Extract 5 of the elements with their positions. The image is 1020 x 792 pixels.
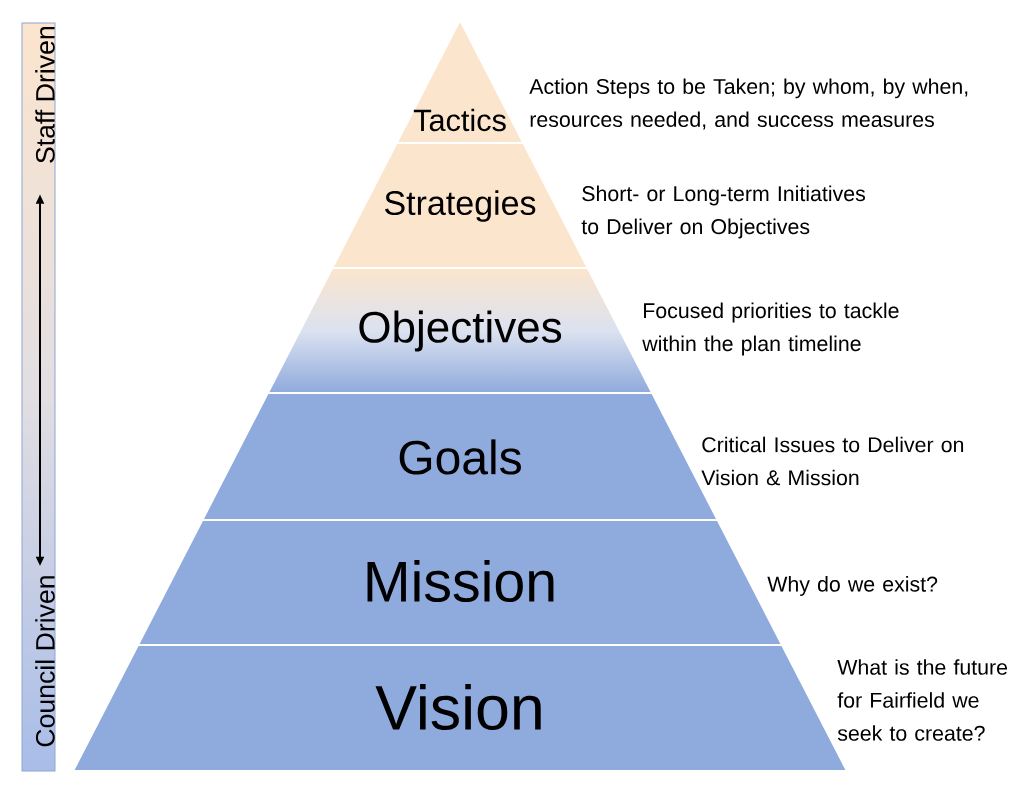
side-bar: [21, 22, 56, 772]
node-label: Vision: [375, 683, 541, 730]
bar-label: Staff Driven: [35, 27, 55, 163]
description-text: Action Steps to be Taken; by whom, by when, resources needed, and success measures: [529, 78, 968, 130]
bar-label: Council Driven: [35, 576, 55, 747]
